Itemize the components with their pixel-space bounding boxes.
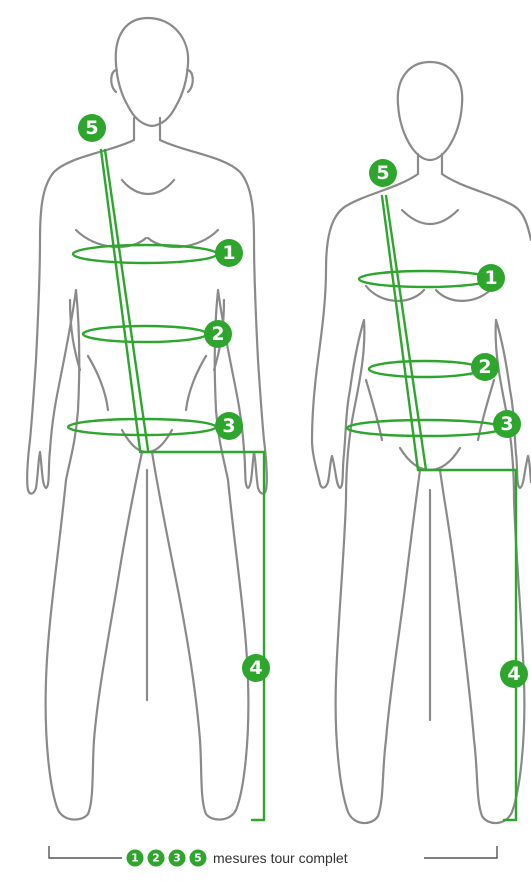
legend-bracket-right: [424, 846, 497, 858]
female-waist-ring: [369, 361, 481, 377]
male-head: [116, 18, 188, 126]
legend-badge-5: 5: [190, 850, 207, 867]
male-waist-ring: [83, 326, 207, 342]
legend-text: mesures tour complet: [213, 850, 348, 866]
male-badge-hips-number: 3: [222, 415, 235, 437]
legend-badge-1: 1: [127, 850, 144, 867]
female-head: [398, 62, 462, 160]
female-badge-waist-number: 2: [478, 356, 491, 378]
legend: 1 2 3 5 mesures tour complet: [49, 846, 497, 867]
female-inseam-line: [418, 470, 516, 820]
male-torso: [27, 118, 267, 820]
legend-bracket-left: [49, 846, 122, 858]
svg-text:5: 5: [194, 852, 202, 865]
female-shoulder-diagonal-line: [382, 196, 426, 470]
male-badge-hips: 3: [215, 412, 243, 440]
legend-badge-2: 2: [148, 850, 165, 867]
male-hips-ring: [68, 419, 216, 435]
male-badge-inseam-number: 4: [249, 657, 262, 679]
svg-text:1: 1: [131, 852, 139, 865]
male-badge-chest-number: 1: [222, 242, 235, 264]
legend-badge-3: 3: [169, 850, 186, 867]
female-badge-inseam-number: 4: [507, 663, 520, 685]
male-badge-chest: 1: [215, 239, 243, 267]
female-badge-shoulder: 5: [369, 159, 397, 187]
female-badge-hips-number: 3: [500, 413, 513, 435]
male-chest-ring: [73, 245, 217, 263]
female-badge-shoulder-number: 5: [376, 162, 389, 184]
female-badge-chest-number: 1: [484, 267, 497, 289]
female-chest-ring: [359, 271, 491, 287]
svg-text:2: 2: [152, 852, 160, 865]
female-badge-hips: 3: [493, 410, 521, 438]
male-badge-shoulder: 5: [78, 114, 106, 142]
male-badge-shoulder-number: 5: [85, 117, 98, 139]
male-badge-waist-number: 2: [211, 323, 224, 345]
male-badge-inseam: 4: [242, 654, 270, 682]
female-badge-chest: 1: [477, 264, 505, 292]
female-torso: [312, 154, 531, 823]
female-badge-waist: 2: [471, 353, 499, 381]
female-badge-inseam: 4: [500, 660, 528, 688]
male-badge-waist: 2: [204, 320, 232, 348]
svg-text:3: 3: [173, 852, 181, 865]
